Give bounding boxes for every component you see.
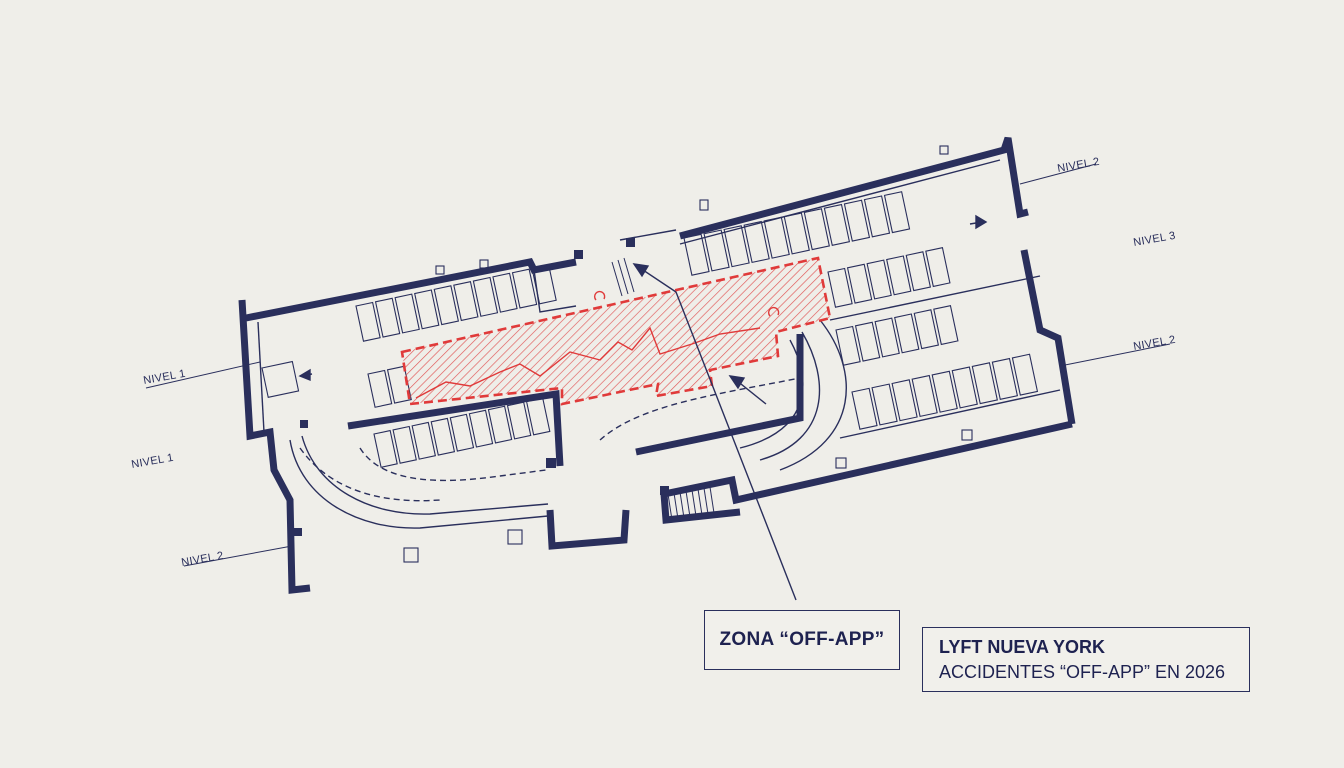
parking-stalls	[261, 191, 1039, 468]
parking-stall	[871, 383, 898, 426]
parking-stall	[913, 309, 940, 350]
parking-stall	[373, 429, 398, 468]
parking-stall	[894, 313, 920, 354]
building-walls	[238, 136, 1076, 594]
parking-stall	[367, 369, 393, 408]
parking-stall	[803, 208, 830, 251]
level-label-left-lower: NIVEL 2	[180, 550, 224, 569]
parking-stall	[525, 397, 551, 436]
parking-stall	[453, 281, 479, 322]
parking-stall	[905, 251, 932, 292]
caption-subtitle: ACCIDENTES “OFF-APP” EN 2026	[939, 662, 1226, 682]
parking-stall	[492, 272, 518, 313]
parking-stall	[468, 409, 494, 448]
parking-stall	[911, 374, 938, 418]
parking-stall	[703, 229, 730, 272]
parking-stall	[683, 233, 710, 276]
parking-stall	[863, 195, 891, 238]
parking-stall	[433, 285, 460, 326]
level-label-right-middle: NIVEL 3	[1132, 230, 1176, 249]
parking-stall	[823, 203, 851, 246]
caption-title: LYFT NUEVA YORK	[939, 637, 1106, 657]
parking-stall	[854, 321, 881, 362]
parking-stall	[411, 421, 437, 460]
callout-leaders	[298, 214, 988, 601]
caption-box: LYFT NUEVA YORK ACCIDENTES “OFF-APP” EN …	[922, 627, 1250, 692]
parking-stall	[783, 212, 810, 255]
parking-stall	[886, 255, 912, 296]
parking-stall	[355, 301, 381, 342]
parking-stall	[891, 379, 918, 422]
parking-stall	[394, 293, 420, 334]
parking-stall	[414, 289, 440, 330]
off-app-zone	[400, 256, 832, 406]
parking-stall	[531, 264, 557, 305]
level-label-left-middle: NIVEL 1	[130, 452, 174, 471]
parking-stall	[374, 297, 401, 338]
parking-stall	[449, 413, 475, 452]
level-label-right-upper: NIVEL 2	[1056, 156, 1100, 175]
parking-stall	[487, 405, 513, 444]
parking-stall	[874, 317, 900, 358]
parking-stall	[835, 325, 861, 366]
structural-columns	[294, 238, 669, 536]
level-label-right-lower: NIVEL 2	[1132, 334, 1176, 353]
parking-stall	[846, 263, 873, 304]
parking-stall	[392, 425, 417, 464]
parking-stall	[506, 401, 532, 440]
parking-stall	[931, 370, 958, 413]
stairs	[611, 257, 715, 521]
parking-stall	[925, 247, 951, 288]
parking-stall	[843, 199, 871, 242]
parking-stall	[1011, 353, 1039, 396]
parking-stall	[723, 225, 750, 268]
parking-stall	[743, 220, 770, 264]
parking-stall	[933, 305, 959, 346]
parking-stall	[827, 267, 853, 308]
building-walls-thin	[257, 159, 1061, 529]
parking-stall	[971, 362, 998, 405]
parking-stall	[261, 360, 300, 398]
parking-stall	[763, 216, 790, 259]
off-app-zone-callout: ZONA “OFF-APP”	[704, 610, 900, 670]
parking-stall	[991, 357, 1019, 400]
parking-stall	[851, 387, 878, 430]
off-app-zone-label: ZONA “OFF-APP”	[719, 629, 885, 650]
parking-stall	[866, 259, 892, 300]
parking-stall	[511, 268, 538, 309]
parking-stall	[951, 366, 978, 409]
level-leader-lines	[145, 163, 1171, 567]
parking-stall	[472, 276, 499, 317]
parking-stall	[883, 191, 911, 234]
parking-stall	[430, 417, 456, 456]
site-markers	[403, 145, 973, 563]
